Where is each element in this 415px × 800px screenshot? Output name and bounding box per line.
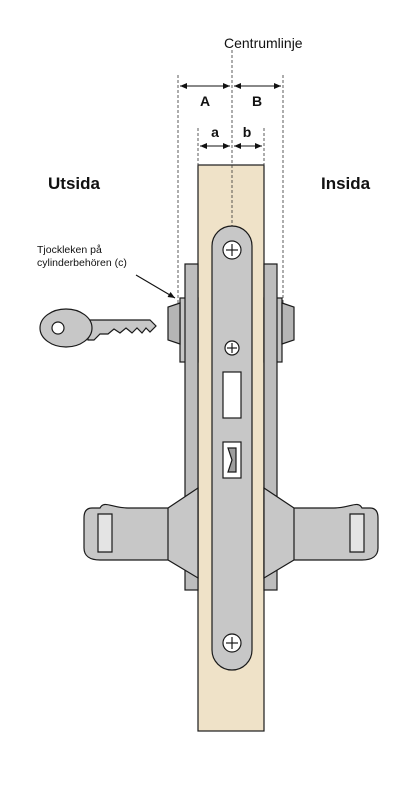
thickness-note-line2: cylinderbehören (c) — [37, 257, 127, 269]
thickness-note-line1: Tjockleken på — [37, 244, 102, 256]
deadbolt-opening — [222, 371, 242, 419]
inside-label: Insida — [321, 174, 371, 193]
dimension-label-a: a — [211, 124, 219, 140]
screw-middle — [224, 340, 240, 356]
outside-label: Utsida — [48, 174, 101, 193]
dimension-label-A: A — [200, 93, 210, 109]
dimension-label-B: B — [252, 93, 262, 109]
screw-top — [222, 240, 242, 260]
key — [39, 308, 157, 348]
inside-lever-handle — [263, 486, 379, 580]
outside-lever-handle — [83, 486, 199, 580]
dimension-label-b: b — [243, 124, 252, 140]
thickness-leader-arrow — [135, 274, 176, 299]
centerline-label: Centrumlinje — [224, 35, 303, 51]
latch-bolt — [222, 441, 242, 479]
screw-bottom — [222, 633, 242, 653]
